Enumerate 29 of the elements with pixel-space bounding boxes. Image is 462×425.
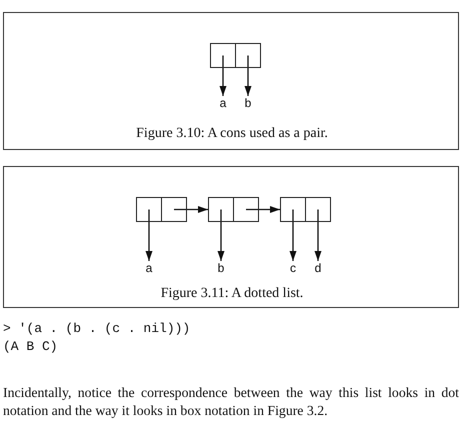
arrow <box>290 210 296 261</box>
body-paragraph: Incidentally, notice the correspondence between the way this list looks in dot notation and the way it looks in box notation in Figure 3.2. <box>3 384 459 420</box>
arrow <box>244 56 252 96</box>
cons-cell-half <box>280 197 306 222</box>
arrow <box>218 210 224 261</box>
figure-caption: Figure 3.10: A cons used as a pair. <box>136 126 328 142</box>
figure-frame <box>3 12 459 150</box>
cons-cell-half <box>305 197 331 222</box>
arrow <box>220 56 226 96</box>
pointer-target-label: d <box>314 262 322 275</box>
arrow <box>246 206 280 213</box>
code-line: (A B C) <box>3 339 58 354</box>
cons-cell-half <box>136 197 162 222</box>
figure-frame <box>3 166 459 308</box>
figure-caption: Figure 3.11: A dotted list. <box>160 286 304 302</box>
pointer-target-label: c <box>290 262 296 275</box>
cons-cell-half <box>235 43 261 68</box>
cons-cell-half <box>233 197 259 222</box>
code-line: > '(a . (b . (c . nil))) <box>3 321 190 336</box>
arrow <box>314 210 322 261</box>
cons-cell-half <box>161 197 187 222</box>
pointer-target-label: b <box>218 262 224 275</box>
pointer-target-label: b <box>244 97 252 110</box>
arrow <box>146 210 152 261</box>
arrow <box>174 206 208 213</box>
cons-cell-half <box>210 43 236 68</box>
pointer-target-label: a <box>220 97 226 110</box>
pointer-target-label: a <box>146 262 152 275</box>
cons-cell-half <box>208 197 234 222</box>
